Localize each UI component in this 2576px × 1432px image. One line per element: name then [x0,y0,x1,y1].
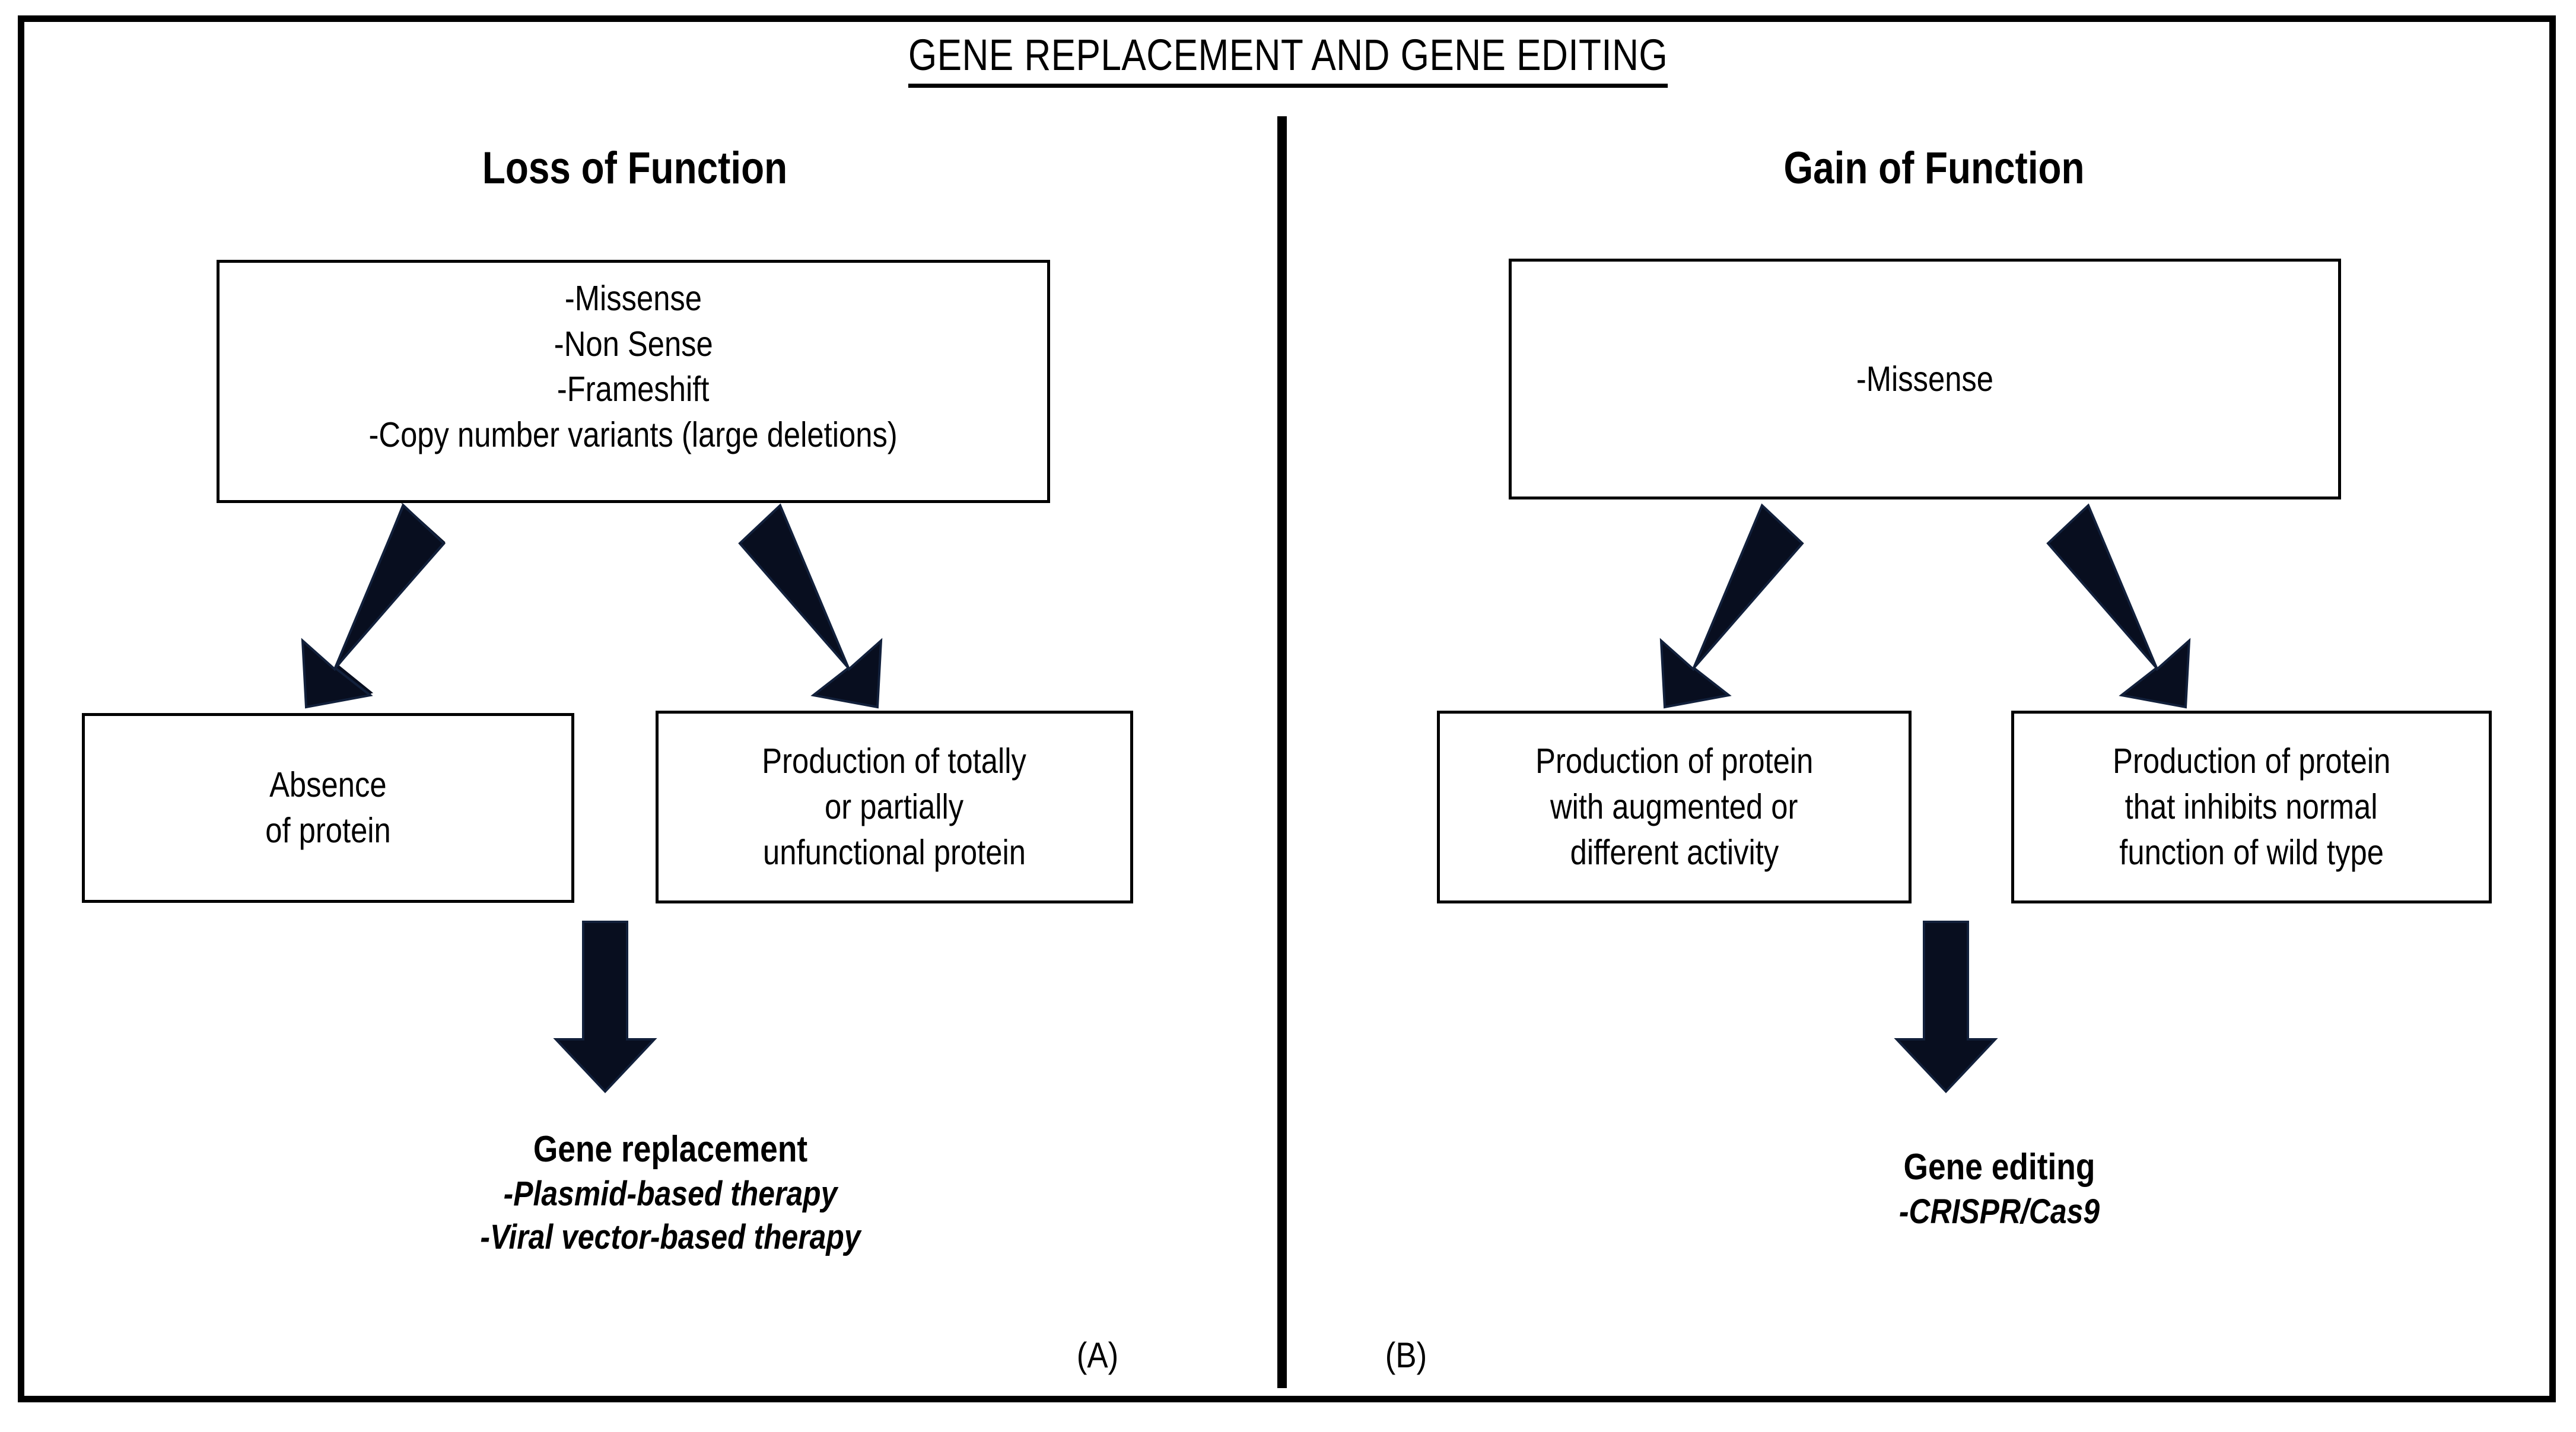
mutation-line: -Non Sense [554,324,713,364]
panel-b-mutation-types-box: -Missense [1509,259,2341,499]
mutation-line: -Missense [564,279,702,318]
panel-a-label: (A) [1076,1335,1119,1375]
arrow-gof-to-inhibits [2041,497,2266,711]
panel-b-terminal-text: Gene editing -CRISPR/Cas9 [1483,1145,2515,1233]
panel-divider-line [1277,116,1287,1388]
terminal-subitem: -Plasmid-based therapy [503,1174,838,1213]
terminal-subitem: -Viral vector-based therapy [480,1217,861,1256]
figure-title: GENE REPLACEMENT AND GENE EDITING [206,30,2370,88]
arrow-gof-to-augmented [1584,497,1809,711]
figure-title-text: GENE REPLACEMENT AND GENE EDITING [908,30,1668,88]
outcome-line: with augmented or [1550,787,1798,827]
panel-a-unfunctional-protein-box: Production of totally or partially unfun… [656,711,1133,903]
outcome-line: function of wild type [2119,832,2384,872]
outcome-line: different activity [1570,832,1779,872]
outcome-line: Production of protein [1535,742,1814,781]
mutation-line: -Missense [1856,359,1994,399]
arrow-lof-to-absence [225,497,451,711]
outcome-line: that inhibits normal [2125,787,2378,827]
outcome-line: unfunctional protein [763,832,1026,872]
panel-a-absence-of-protein-box: Absence of protein [82,713,574,903]
panel-a-heading: Loss of Function [482,143,788,193]
arrow-outcome-to-gene-editing [1893,918,1999,1096]
terminal-subitem: -CRISPR/Cas9 [1898,1192,2100,1231]
panel-b-inhibits-wildtype-box: Production of protein that inhibits norm… [2011,711,2492,903]
panel-a-terminal-text: Gene replacement -Plasmid-based therapy … [154,1127,1187,1259]
terminal-title: Gene replacement [533,1129,808,1170]
panel-b-augmented-activity-box: Production of protein with augmented or … [1437,711,1912,903]
mutation-line: -Frameshift [557,370,710,409]
mutation-line: -Copy number variants (large deletions) [368,415,898,455]
arrow-lof-to-unfunctional [733,497,958,711]
panel-b-heading: Gain of Function [1783,143,2085,193]
outcome-line: of protein [265,811,391,850]
arrow-outcome-to-gene-replacement [552,918,659,1096]
terminal-title: Gene editing [1903,1147,2095,1188]
outcome-line: Production of protein [2112,742,2391,781]
outcome-line: or partially [825,787,964,827]
outcome-line: Absence [269,765,387,805]
figure-outer-border [18,15,2556,1402]
outcome-line: Production of totally [762,742,1027,781]
panel-b-label: (B) [1385,1335,1427,1375]
panel-a-mutation-types-box: -Missense -Non Sense -Frameshift -Copy n… [217,260,1050,503]
